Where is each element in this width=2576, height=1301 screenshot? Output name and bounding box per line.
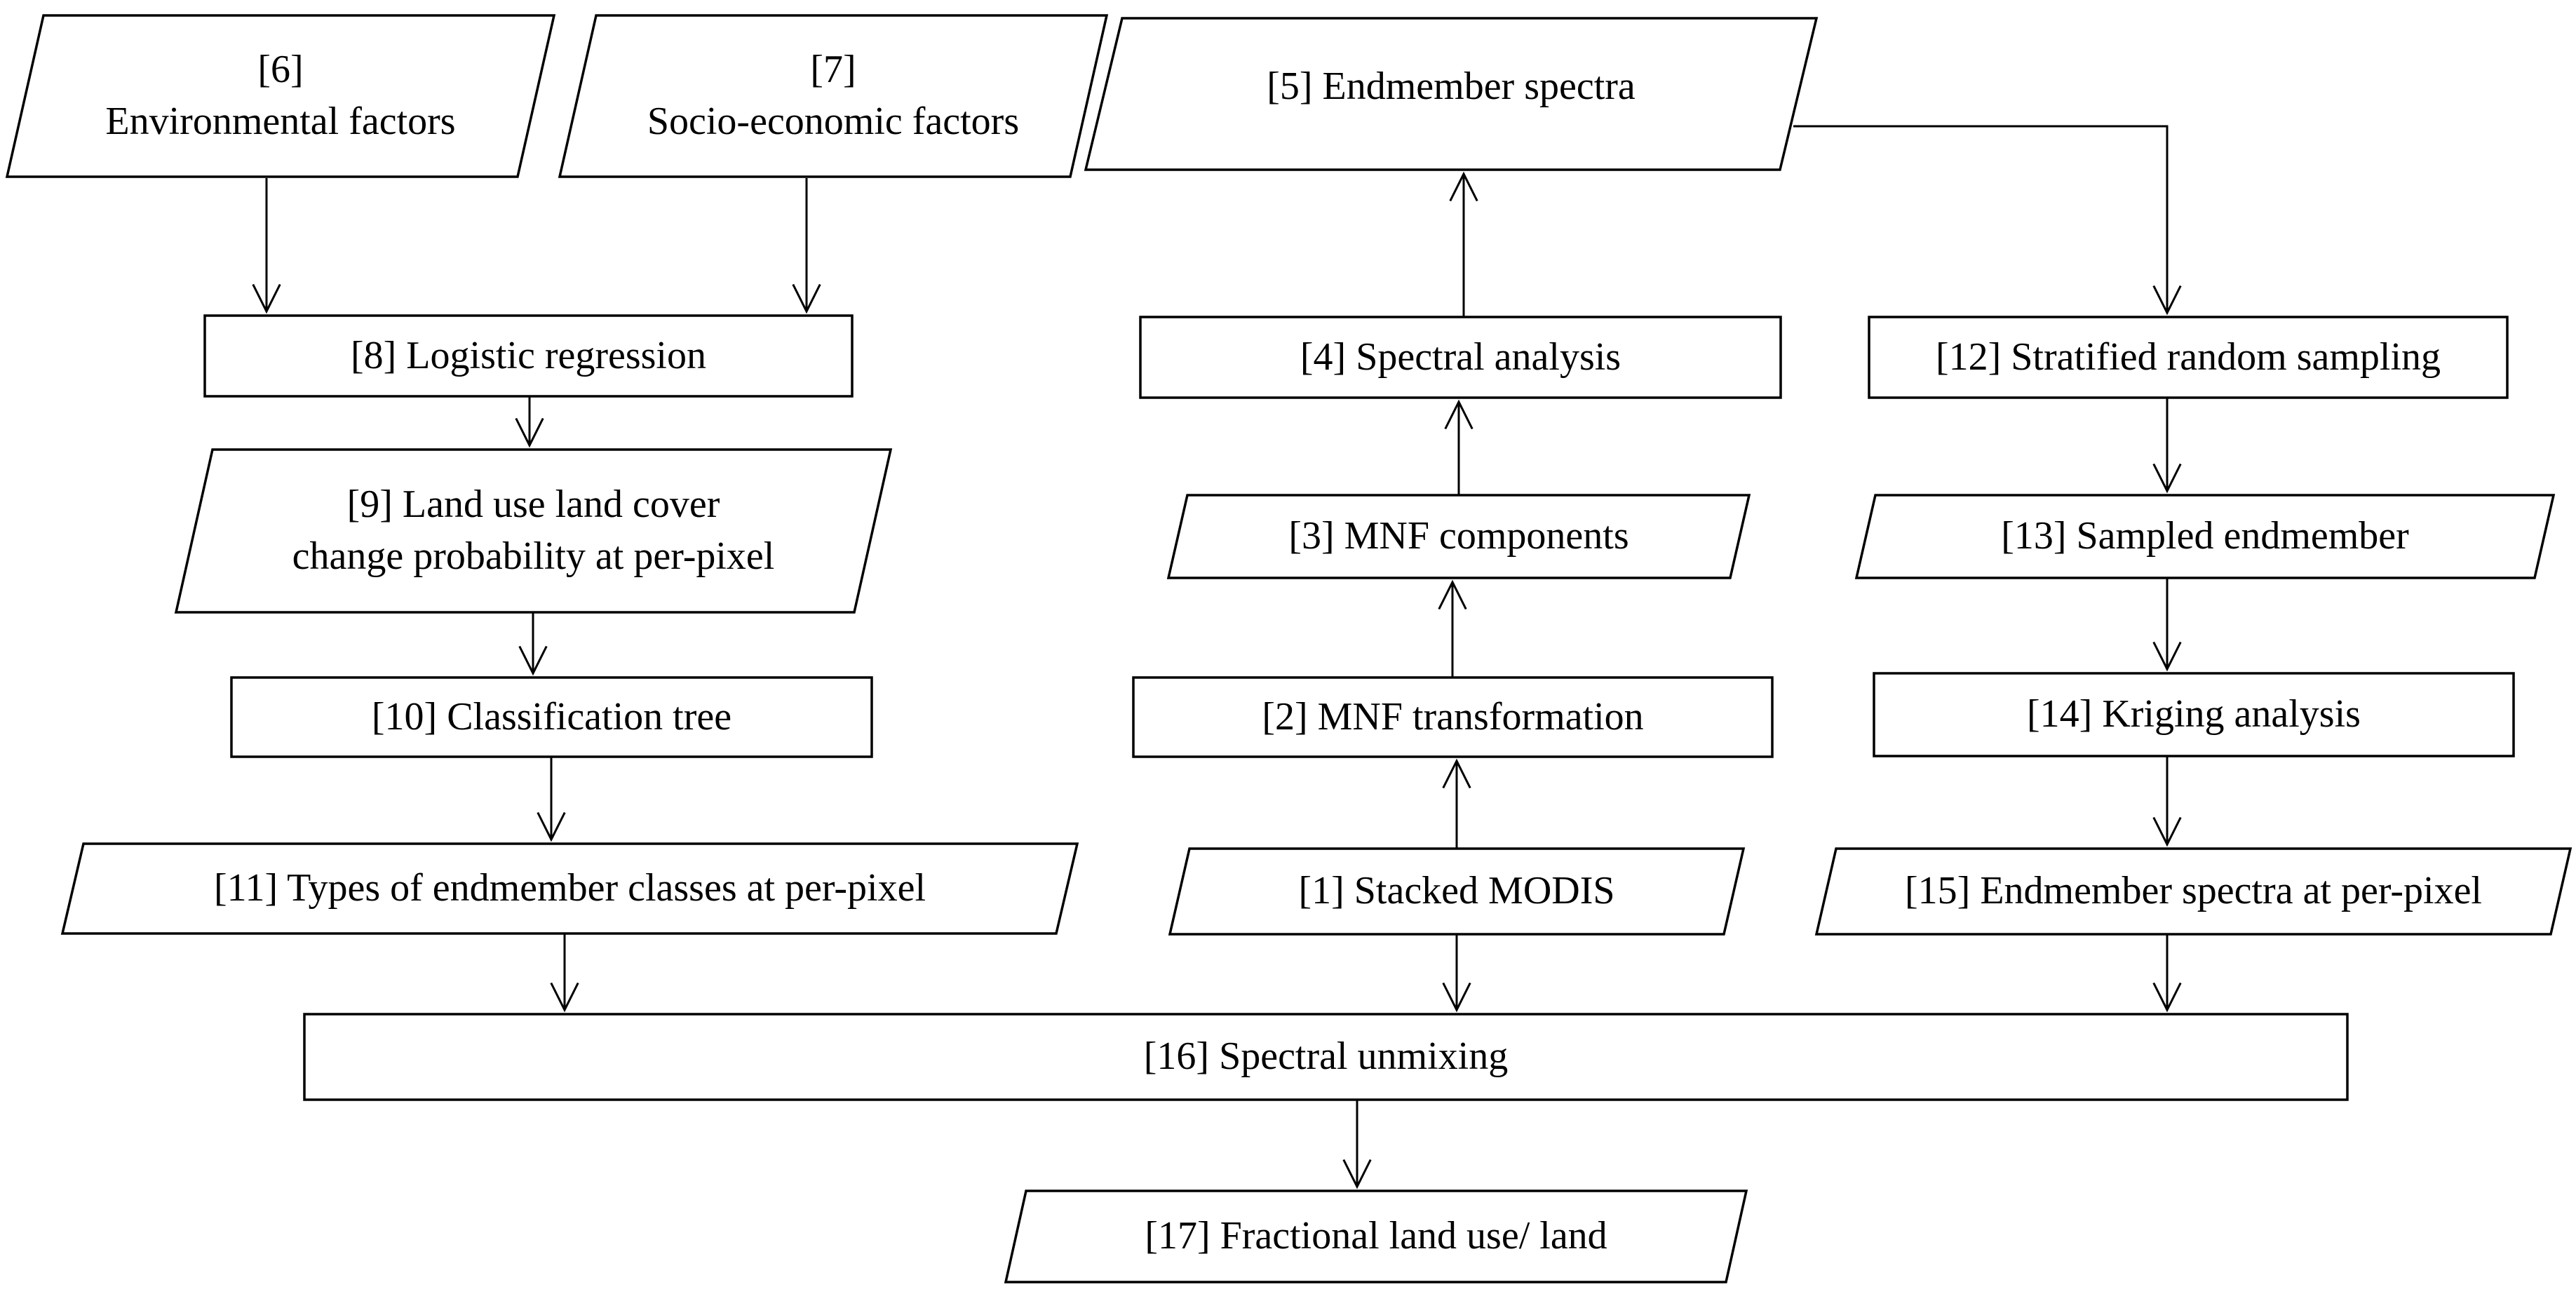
edge-n5-n12: [1793, 125, 2182, 316]
node-16-shape: [303, 1013, 2349, 1101]
node-14-shape: [1873, 672, 2515, 757]
node-1-shape: [1168, 847, 1746, 936]
node-6-shape: [5, 14, 556, 178]
node-17-shape: [1004, 1189, 1748, 1283]
node-13-shape: [1854, 494, 2556, 579]
node-5-shape: [1084, 17, 1819, 171]
node-12-shape: [1868, 316, 2509, 399]
node-15-shape: [1814, 847, 2572, 936]
node-10-shape: [230, 676, 873, 758]
node-2-shape: [1132, 676, 1774, 758]
node-4-shape: [1139, 316, 1782, 399]
node-8-shape: [203, 314, 854, 398]
node-3-shape: [1166, 494, 1751, 579]
node-9-shape: [174, 448, 893, 614]
node-11-shape: [60, 842, 1079, 935]
node-7-shape: [558, 14, 1109, 178]
